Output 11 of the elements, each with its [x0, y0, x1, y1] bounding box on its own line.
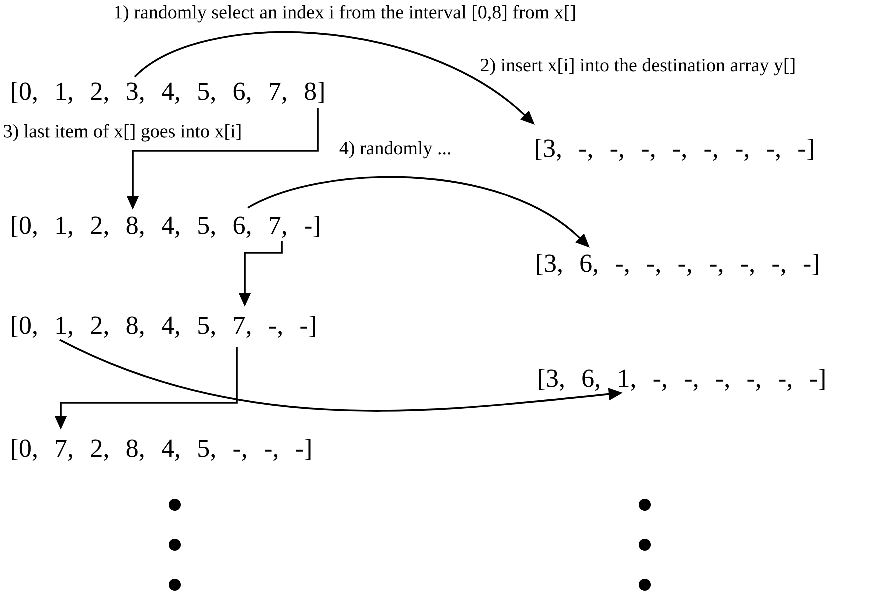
step-label: 4) randomly ... — [340, 141, 450, 159]
array-text: [0, 7, 2, 8, 4, 5, -, -, -] — [12, 438, 311, 462]
step-label: 1) randomly select an index i from the interval [0,8] from x[] — [115, 5, 576, 23]
array-text: [3, 6, 1, -, -, -, -, -, -] — [539, 368, 825, 392]
array-text: [3, 6, -, -, -, -, -, -, -] — [537, 254, 818, 276]
array-text: [3, -, -, -, -, -, -, -, -] — [536, 138, 814, 162]
array-text: [0, 1, 2, 8, 4, 5, 6, 7, -] — [12, 216, 320, 238]
array-text: [0, 1, 2, 3, 4, 5, 6, 7, 8] — [12, 82, 324, 104]
array-text: [0, 1, 2, 8, 4, 5, 7, -, -] — [12, 316, 316, 338]
step-label: 2) insert x[i] into the destination array y[] — [481, 58, 795, 76]
step-label: 3) last item of x[] goes into x[i] — [4, 124, 241, 142]
